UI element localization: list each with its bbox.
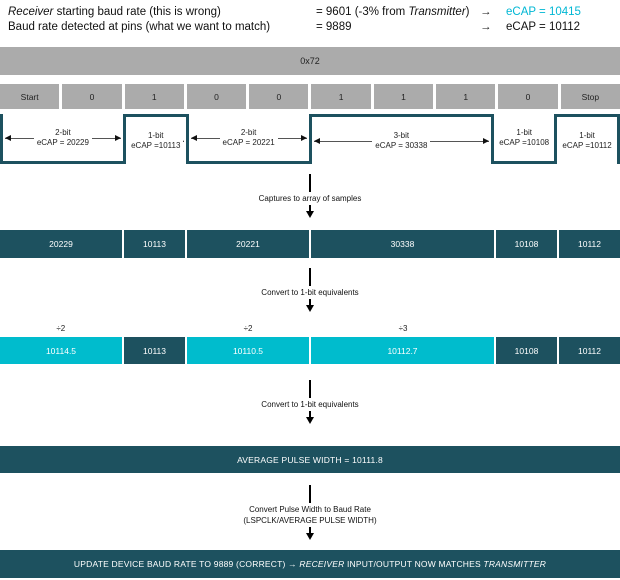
flow-convert-2: Convert to 1-bit equivalents bbox=[0, 380, 620, 424]
down-arrow-icon bbox=[306, 533, 314, 540]
bit-cell-stop: Stop bbox=[560, 84, 620, 109]
converted-cell: 10108 bbox=[496, 337, 557, 364]
bit-cell: 1 bbox=[311, 84, 371, 109]
arrow-stem bbox=[309, 299, 311, 305]
arrow-stem bbox=[309, 174, 311, 192]
arrowhead-right-icon bbox=[114, 134, 121, 141]
header-row-receiver: Receiver starting baud rate (this is wro… bbox=[8, 5, 620, 20]
flow-capture: Captures to array of samples bbox=[0, 174, 620, 218]
right-arrow-glyph: → bbox=[480, 6, 492, 18]
detected-ecap-value: eCAP = 10112 bbox=[506, 21, 581, 33]
samples-row: 20229 10113 20221 30338 10108 10112 bbox=[0, 230, 620, 258]
header-row-detected: Baud rate detected at pins (what we want… bbox=[8, 20, 620, 35]
arrowhead-right-icon bbox=[483, 137, 490, 144]
down-arrow-icon bbox=[306, 417, 314, 424]
flow-caption: Convert to 1-bit equivalents bbox=[261, 400, 359, 409]
byte-value-label: 0x72 bbox=[300, 56, 320, 66]
sample-cell: 10108 bbox=[496, 230, 557, 258]
bit-cell: 1 bbox=[373, 84, 434, 109]
down-arrow-icon bbox=[306, 211, 314, 218]
bit-row: Start 0 1 0 0 1 1 1 0 Stop bbox=[0, 84, 620, 109]
final-result-bar: UPDATE DEVICE BAUD RATE TO 9889 (CORRECT… bbox=[0, 550, 620, 578]
receiver-ecap-value: eCAP = 10415 bbox=[506, 6, 581, 18]
bit-cell: 0 bbox=[62, 84, 122, 109]
converted-cell-highlight: 10110.5 bbox=[187, 337, 309, 364]
bit-cell: 0 bbox=[249, 84, 309, 109]
average-pulse-width-bar: AVERAGE PULSE WIDTH = 10111.8 bbox=[0, 446, 620, 473]
arrow-stem bbox=[309, 527, 311, 533]
converted-cell-highlight: 10112.7 bbox=[311, 337, 494, 364]
arrowhead-left-icon bbox=[5, 134, 11, 141]
down-arrow-icon bbox=[306, 305, 314, 312]
converted-cell-highlight: 10114.5 bbox=[0, 337, 122, 364]
converted-cell: 10112 bbox=[559, 337, 620, 364]
sample-cell: 20221 bbox=[187, 230, 309, 258]
flow-convert-1: Convert to 1-bit equivalents bbox=[0, 268, 620, 312]
bit-cell: 0 bbox=[498, 84, 558, 109]
arrow-stem bbox=[309, 411, 311, 417]
arrowhead-left-icon bbox=[190, 134, 197, 141]
flow-caption: Convert to 1-bit equivalents bbox=[261, 288, 359, 297]
bit-cell: 0 bbox=[186, 84, 247, 109]
arrow-stem bbox=[309, 485, 311, 503]
bit-cell-start: Start bbox=[0, 84, 60, 109]
sample-cell: 10113 bbox=[124, 230, 185, 258]
bit-cell: 1 bbox=[436, 84, 496, 109]
converted-cell: 10113 bbox=[124, 337, 185, 364]
right-arrow-glyph: → bbox=[480, 21, 492, 33]
detected-baud-label: Baud rate detected at pins (what we want… bbox=[8, 21, 271, 33]
sample-cell: 30338 bbox=[311, 230, 494, 258]
arrow-stem bbox=[309, 380, 311, 398]
converted-row: 10114.5 10113 10110.5 10112.7 10108 1011… bbox=[0, 337, 620, 364]
sample-cell: 10112 bbox=[559, 230, 620, 258]
flow-caption: Convert Pulse Width to Baud Rate (LSPCLK… bbox=[243, 505, 377, 525]
receiver-baud-value: = 9601 (-3% from Transmitter) bbox=[316, 6, 470, 18]
receiver-baud-label: Receiver starting baud rate (this is wro… bbox=[8, 6, 221, 18]
arrowhead-left-icon bbox=[313, 137, 320, 144]
divisor-label: ÷3 bbox=[398, 324, 408, 333]
flow-baud-conversion: Convert Pulse Width to Baud Rate (LSPCLK… bbox=[0, 485, 620, 540]
byte-value-bar: 0x72 bbox=[0, 47, 620, 75]
divisor-label: ÷2 bbox=[56, 324, 66, 333]
divisor-labels: ÷2 ÷2 ÷3 bbox=[0, 324, 620, 337]
average-pulse-width-label: AVERAGE PULSE WIDTH = 10111.8 bbox=[237, 454, 383, 465]
bit-cell: 1 bbox=[124, 84, 184, 109]
sample-cell: 20229 bbox=[0, 230, 122, 258]
arrow-stem bbox=[309, 268, 311, 286]
final-result-label: UPDATE DEVICE BAUD RATE TO 9889 (CORRECT… bbox=[73, 559, 547, 569]
arrowhead-right-icon bbox=[300, 134, 307, 141]
flow-caption: Captures to array of samples bbox=[258, 194, 362, 203]
arrow-stem bbox=[309, 205, 311, 211]
detected-baud-value: = 9889 bbox=[316, 21, 352, 33]
divisor-label: ÷2 bbox=[243, 324, 253, 333]
header: Receiver starting baud rate (this is wro… bbox=[0, 0, 620, 35]
